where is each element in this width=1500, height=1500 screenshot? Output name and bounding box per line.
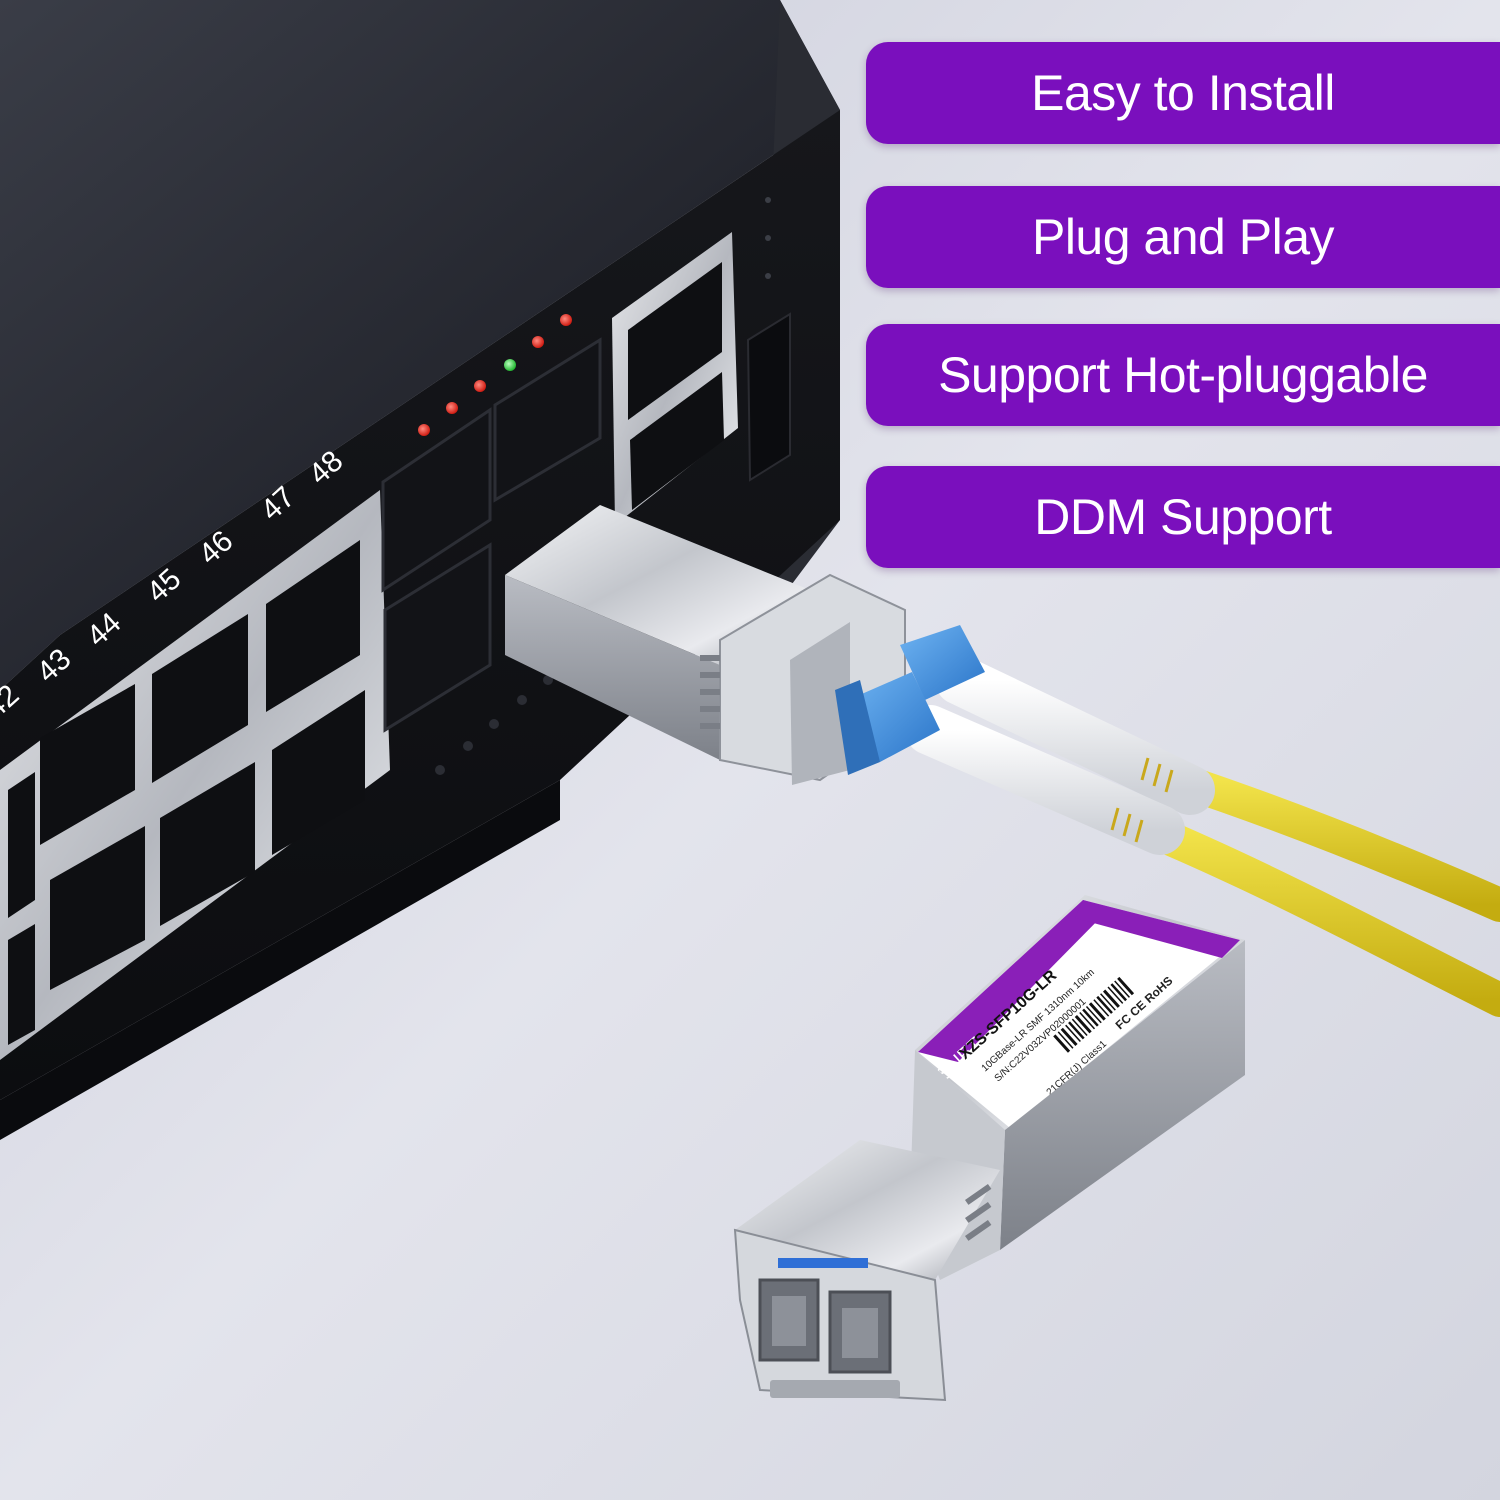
sfp-lc-port-left — [758, 1278, 820, 1362]
fiber-grip-mark — [1110, 807, 1144, 843]
rj45-port — [8, 924, 35, 1045]
led-indicator-icon — [532, 336, 544, 348]
inserted-sfp-rib — [700, 655, 720, 661]
led-indicator-icon — [418, 424, 430, 436]
inserted-sfp-rib — [700, 723, 720, 729]
lc-connector-shade — [835, 680, 880, 775]
rj45-port — [8, 772, 35, 918]
inserted-sfp-rib — [700, 689, 720, 695]
sfp-bail — [770, 1380, 900, 1398]
screw-dot — [517, 695, 527, 705]
screw-dot — [765, 273, 771, 279]
rj45-port — [266, 540, 360, 712]
fiber-cable-image — [835, 625, 1500, 1017]
led-indicator-icon — [474, 380, 486, 392]
feature-badge-ddm-support: DDM Support — [866, 466, 1500, 568]
screw-dot — [543, 675, 553, 685]
management-slot — [746, 312, 791, 482]
rj45-port — [160, 762, 255, 926]
sfp-side-rib — [964, 1183, 992, 1205]
inserted-sfp-module — [505, 505, 906, 785]
screw-dot — [463, 741, 473, 751]
fiber-cable-lower — [1133, 813, 1500, 1017]
sfp-cage — [383, 542, 492, 733]
network-switch: 42 43 44 45 46 47 48 — [0, 0, 840, 1140]
fiber-boot-lower — [905, 705, 1185, 855]
screw-dot — [765, 235, 771, 241]
sfp-cage — [493, 337, 602, 503]
led-indicator-icon — [446, 402, 458, 414]
fiber-boot-upper — [935, 655, 1215, 815]
fiber-cable-upper — [1163, 763, 1500, 922]
sfp-lc-port-right — [828, 1290, 892, 1374]
switch-front-lower — [0, 780, 560, 1140]
screw-dot — [489, 719, 499, 729]
inserted-sfp-face — [790, 622, 850, 785]
fiber-grip-mark — [1140, 757, 1174, 793]
screw-dot — [765, 197, 771, 203]
sfp-blue-strip — [778, 1258, 868, 1268]
sfp-module-image: LR ZSNET XZS-SFP10G-LR 10GBase-LR SMF 13… — [733, 895, 1245, 1402]
rj45-port — [50, 826, 145, 990]
inserted-sfp-front — [505, 575, 720, 760]
feature-label: DDM Support — [1034, 489, 1332, 545]
sfp-front-top — [735, 1140, 1000, 1280]
console-port — [628, 262, 722, 420]
feature-label: Support Hot-pluggable — [938, 347, 1428, 403]
rj45-port — [152, 614, 248, 783]
rj45-port — [272, 690, 365, 855]
inserted-sfp-rib — [700, 706, 720, 712]
lc-connector-upper — [900, 625, 985, 700]
inserted-sfp-top — [505, 505, 810, 665]
led-indicator-icon — [504, 359, 516, 371]
sfp-lc-port-right-inner — [842, 1308, 878, 1358]
sfp-side-rib — [964, 1219, 992, 1241]
feature-badge-plug-and-play: Plug and Play — [866, 186, 1500, 288]
rj45-port — [40, 684, 135, 845]
sfp-label-band — [918, 900, 1110, 1062]
switch-top — [0, 0, 840, 690]
sfp-side-rib — [964, 1201, 992, 1223]
screw-dot — [435, 765, 445, 775]
sfp-cage — [381, 407, 492, 593]
led-indicator-icon — [560, 314, 572, 326]
console-port — [630, 372, 724, 510]
feature-label: Easy to Install — [1031, 65, 1335, 121]
feature-label: Plug and Play — [1031, 209, 1335, 265]
feature-badge-easy-install: Easy to Install — [866, 42, 1500, 144]
inserted-sfp-rib — [700, 672, 720, 678]
sfp-label-band-top — [1075, 900, 1240, 958]
barcode-icon — [1053, 976, 1135, 1053]
sfp-body-side — [1000, 940, 1245, 1250]
feature-badge-hot-pluggable: Support Hot-pluggable — [866, 324, 1500, 426]
sfp-lc-port-left-inner — [772, 1296, 806, 1346]
sfp-label — [918, 900, 1240, 1128]
